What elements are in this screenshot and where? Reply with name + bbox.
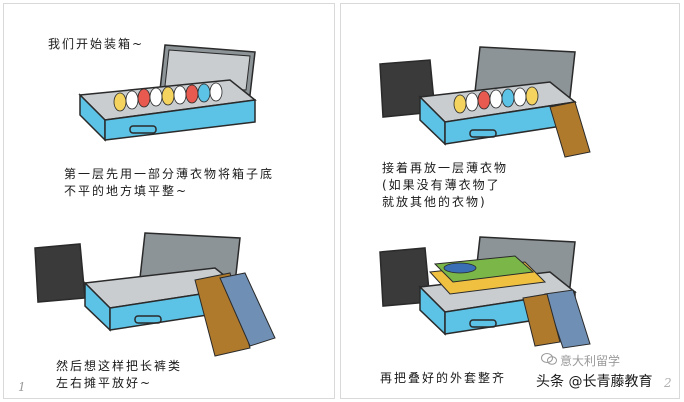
suitcase-illustration-step1: [78, 44, 257, 142]
page-number-left: 1: [18, 380, 26, 394]
step1-caption: 我们开始装箱~: [48, 37, 145, 51]
watermark-platform: 头条 @长青藤教育: [536, 374, 653, 390]
step5-caption: 再把叠好的外套整齐: [380, 371, 507, 385]
wechat-icon: [541, 353, 557, 365]
step2-caption: 第一层先用一部分薄衣物将箱子底 不平的地方填平整~: [64, 167, 275, 198]
watermark-source: 意大利留学: [560, 354, 621, 368]
suitcase-illustration-step3: [34, 232, 276, 357]
suitcase-illustration-step2: [379, 46, 591, 158]
page-number-right: 2: [664, 376, 672, 390]
watermark-backdrop: [526, 365, 678, 395]
suitcase-illustration-step4: [379, 236, 591, 349]
step3-caption: 接着再放一层薄衣物 (如果没有薄衣物了 就放其他的衣物): [382, 161, 509, 209]
step4-caption: 然后想这样把长裤类 左右摊平放好~: [56, 359, 183, 390]
